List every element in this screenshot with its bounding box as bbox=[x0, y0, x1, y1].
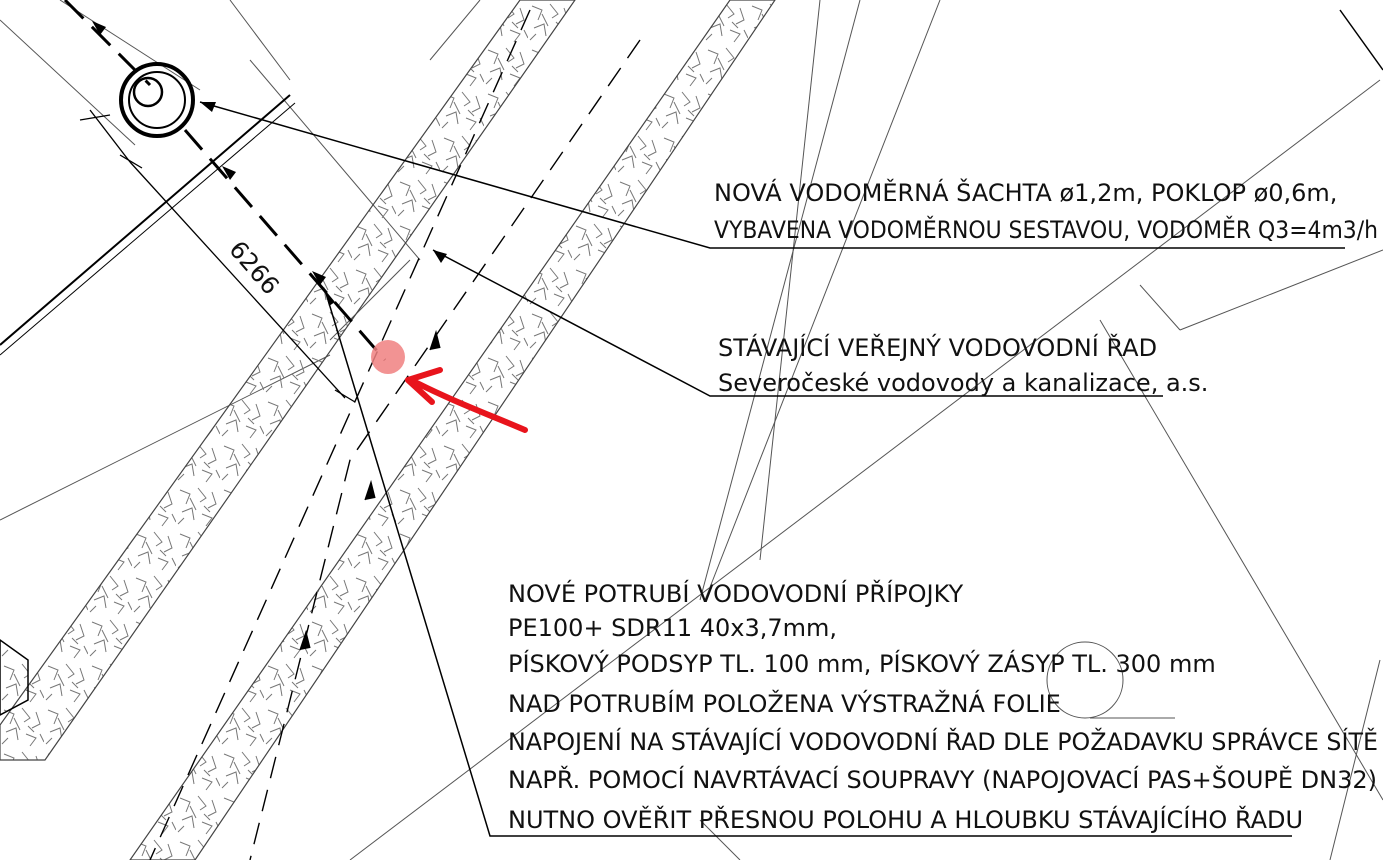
building-wall bbox=[0, 94, 296, 716]
water-meter-shaft-symbol bbox=[119, 62, 195, 138]
paved-strip-left bbox=[0, 0, 576, 761]
note-line: Severočeské vodovody a kanalizace, a.s. bbox=[718, 369, 1208, 397]
parallel-dashed-line bbox=[249, 39, 641, 860]
highlight-marker bbox=[371, 340, 405, 374]
note-existing-main: STÁVAJÍCÍ VEŘEJNÝ VODOVODNÍ ŘAD Severoče… bbox=[718, 333, 1208, 397]
note-line: PÍSKOVÝ PODSYP TL. 100 mm, PÍSKOVÝ ZÁSYP… bbox=[508, 649, 1216, 678]
dimension-value: 6266 bbox=[223, 236, 284, 300]
note-line: NUTNO OVĚŘIT PŘESNOU POLOHU A HLOUBKU ST… bbox=[508, 805, 1303, 834]
leader-lines bbox=[199, 9, 1383, 837]
note-line: NAPOJENÍ NA STÁVAJÍCÍ VODOVODNÍ ŘAD DLE … bbox=[508, 727, 1378, 756]
note-line: NAD POTRUBÍM POLOŽENA VÝSTRAŽNÁ FOLIE bbox=[508, 689, 1061, 718]
note-line: NOVÁ VODOMĚRNÁ ŠACHTA ø1,2m, POKLOP ø0,6… bbox=[714, 177, 1337, 207]
new-service-pipe bbox=[63, 0, 387, 361]
note-line: VYBAVENA VODOMĚRNOU SESTAVOU, VODOMĚR Q3… bbox=[714, 215, 1378, 244]
note-line: NAPŘ. POMOCÍ NAVRTÁVACÍ SOUPRAVY (NAPOJO… bbox=[508, 764, 1377, 794]
red-annotation-arrow bbox=[405, 367, 528, 433]
paved-strip-right bbox=[129, 0, 776, 860]
note-new-pipe: NOVÉ POTRUBÍ VODOVODNÍ PŘÍPOJKY PE100+ S… bbox=[508, 579, 1378, 834]
note-line: NOVÉ POTRUBÍ VODOVODNÍ PŘÍPOJKY bbox=[508, 579, 963, 608]
note-line: PE100+ SDR11 40x3,7mm, bbox=[508, 614, 837, 642]
note-meter-shaft: NOVÁ VODOMĚRNÁ ŠACHTA ø1,2m, POKLOP ø0,6… bbox=[714, 177, 1378, 244]
note-line: STÁVAJÍCÍ VEŘEJNÝ VODOVODNÍ ŘAD bbox=[718, 333, 1157, 362]
